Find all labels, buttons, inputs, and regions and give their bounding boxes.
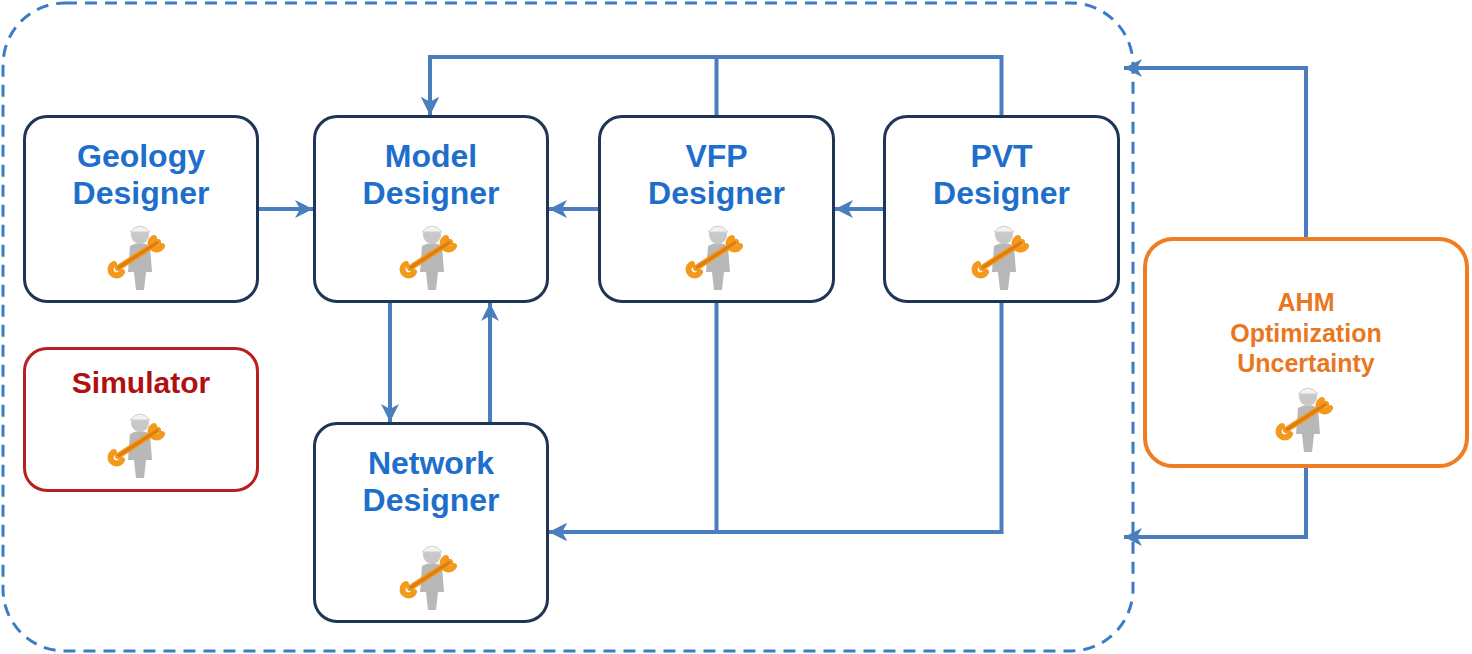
box-label: PVT Designer [908,138,1095,212]
box-label: Geology Designer [48,138,234,212]
flow-arrow [549,207,598,211]
box-label: Model Designer [338,138,524,212]
designer-box: VFP Designer [598,115,835,303]
workflow-tool-box: AHM Optimization Uncertainty [1143,237,1469,468]
worker-icon [403,546,454,610]
designer-box: PVT Designer [883,115,1120,303]
flow-arrow [488,303,492,422]
simulator-box: Simulator [23,347,259,492]
worker-icon [689,226,740,290]
flow-arrow [549,303,717,532]
worker-icon [975,226,1026,290]
flow-arrow [549,303,1002,532]
worker-icon [1279,388,1330,452]
feedback-arrow [1124,467,1306,537]
feedback-arrow [1124,68,1306,237]
worker-icon [111,226,162,290]
flow-arrow [259,207,313,211]
box-label: AHM Optimization Uncertainty [1217,287,1395,379]
box-label: Simulator [38,366,244,401]
workflow-boundary [3,3,1133,651]
designer-box: Model Designer [313,115,549,303]
designer-box: Network Designer [313,422,549,623]
designer-box: Geology Designer [23,115,259,303]
box-label: VFP Designer [623,138,810,212]
flow-arrow [388,303,392,422]
flow-arrow [835,207,883,211]
worker-icon [111,414,162,478]
flow-arrow [430,57,1002,115]
flow-arrow [430,57,717,115]
box-label: Network Designer [338,445,524,519]
worker-icon [403,226,454,290]
